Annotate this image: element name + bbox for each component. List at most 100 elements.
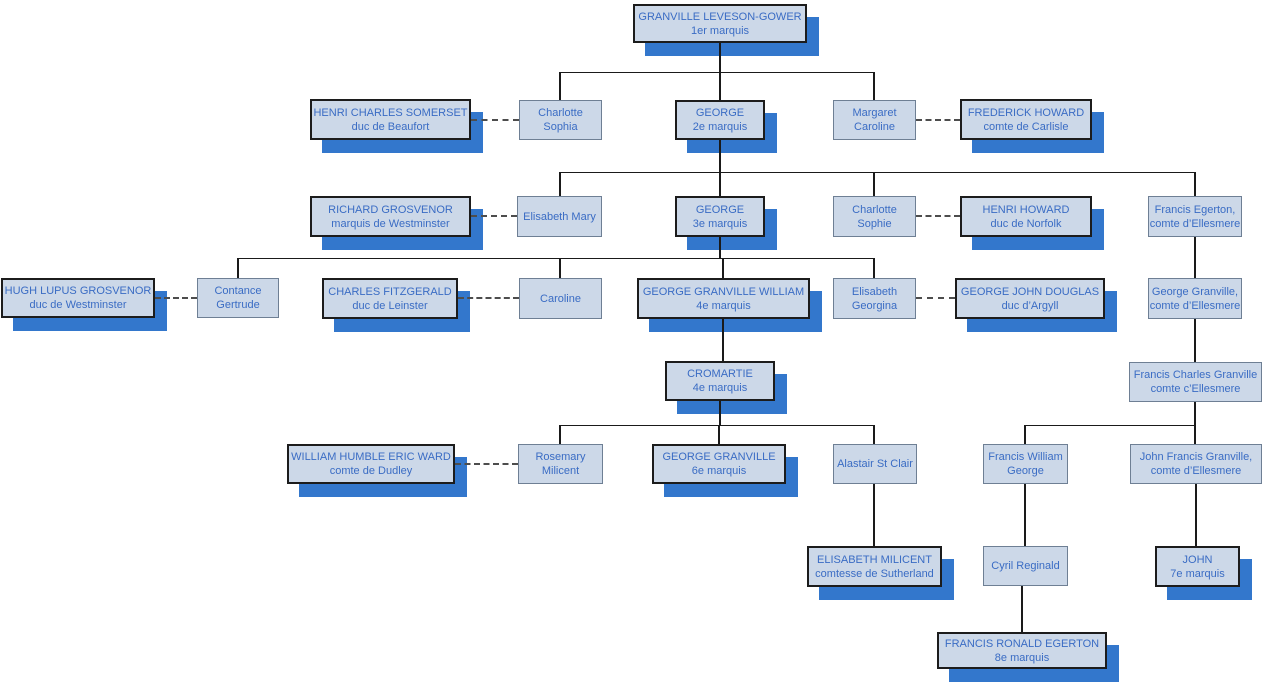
person-name: GEORGE GRANVILLE WILLIAM: [642, 285, 805, 298]
descent-connector-line: [873, 72, 875, 100]
person-title: comte d’Ellesmere: [1150, 465, 1242, 477]
person-box-elisabeth-mary: Elisabeth Mary: [517, 196, 602, 237]
person-name: CROMARTIE: [687, 368, 753, 380]
descent-connector-line: [719, 140, 721, 172]
person-box-alastair-st-clair: Alastair St Clair: [833, 444, 917, 484]
descent-connector-line: [1195, 484, 1197, 546]
person-box-william-humble-eric-ward: WILLIAM HUMBLE ERIC WARD comte de Dudley: [287, 444, 455, 484]
person-title: 1er marquis: [690, 24, 750, 37]
descent-connector-line: [873, 172, 875, 196]
marriage-dashed-line: [471, 215, 517, 217]
person-title: comte d’Ellesmere: [1149, 299, 1241, 312]
descent-connector-line: [559, 72, 561, 100]
descent-connector-line: [1194, 402, 1196, 425]
person-name: Francis Egerton,: [1154, 203, 1236, 216]
person-title: 4e marquis: [696, 299, 751, 312]
person-name: WILLIAM HUMBLE ERIC WARD: [291, 451, 451, 463]
person-name: HENRI CHARLES SOMERSET: [313, 106, 468, 119]
person-name: GEORGE: [695, 107, 745, 119]
person-name: GEORGE: [695, 203, 745, 216]
person-name: GEORGE JOHN DOUGLAS: [960, 285, 1100, 298]
marriage-dashed-line: [916, 297, 955, 299]
marriage-dashed-line: [155, 297, 197, 299]
descent-connector-line: [1194, 172, 1196, 196]
descent-connector-line: [1194, 319, 1196, 362]
person-title: Milicent: [541, 465, 580, 477]
person-name: Cyril Reginald: [991, 560, 1060, 572]
person-title: marquis de Westminster: [331, 217, 450, 230]
person-name: GEORGE GRANVILLE: [662, 451, 776, 463]
descent-connector-line: [1021, 586, 1023, 632]
person-name: HENRI HOWARD: [982, 203, 1070, 216]
person-name: RICHARD GROSVENOR: [328, 203, 453, 216]
person-box-francis-charles-granville: Francis Charles Granville comte c’Ellesme…: [1129, 362, 1262, 402]
descent-connector-line: [722, 258, 724, 278]
marriage-dashed-line: [458, 297, 519, 299]
person-title: 6e marquis: [691, 465, 747, 477]
person-box-cyril-reginald: Cyril Reginald: [983, 546, 1068, 586]
person-title: duc de Leinster: [352, 299, 428, 312]
person-title: comte c’Ellesmere: [1150, 383, 1241, 395]
descent-connector-line: [559, 425, 561, 444]
person-name: Margaret: [852, 107, 897, 119]
person-title: 2e marquis: [692, 121, 748, 133]
marriage-dashed-line: [471, 119, 519, 121]
person-title: comte de Dudley: [329, 465, 413, 477]
person-name: George Granville,: [1151, 285, 1239, 298]
descent-connector-line: [560, 172, 1195, 173]
person-name: FRANCIS RONALD EGERTON: [944, 637, 1100, 650]
person-name: HUGH LUPUS GROSVENOR: [4, 285, 152, 297]
person-box-george-2e-marquis: GEORGE 2e marquis: [675, 100, 765, 140]
descent-connector-line: [1025, 425, 1195, 426]
person-name: Francis Charles Granville: [1133, 369, 1258, 381]
person-box-george-granville-6e: GEORGE GRANVILLE 6e marquis: [652, 444, 786, 484]
person-name: Contance: [214, 285, 262, 297]
person-title: 8e marquis: [994, 651, 1050, 664]
person-title: 7e marquis: [1170, 567, 1225, 580]
person-box-george-granville-ellesmere: George Granville,comte d’Ellesmere: [1148, 278, 1242, 319]
marriage-dashed-line: [916, 215, 960, 217]
descent-connector-line: [719, 172, 721, 196]
person-title: Georgina: [851, 299, 898, 312]
person-name: Alastair St Clair: [837, 458, 913, 470]
person-title: Caroline: [854, 121, 895, 133]
person-title: duc d’Argyll: [1001, 299, 1059, 312]
descent-connector-line: [719, 401, 721, 425]
person-title: George: [1007, 465, 1044, 477]
descent-connector-line: [559, 258, 561, 278]
person-name: Rosemary: [535, 451, 586, 463]
person-title: comtesse de Sutherland: [815, 567, 934, 580]
descent-connector-line: [238, 258, 875, 259]
descent-connector-line: [1024, 484, 1026, 546]
descent-connector-line: [722, 319, 724, 361]
person-box-francis-egerton: Francis Egerton,comte d’Ellesmere: [1148, 196, 1242, 237]
person-name: Caroline: [540, 292, 581, 305]
descent-connector-line: [718, 425, 720, 444]
descent-connector-line: [719, 237, 721, 258]
person-name: JOHN: [1182, 553, 1213, 566]
descent-connector-line: [1024, 425, 1026, 444]
person-name: Charlotte: [852, 203, 897, 216]
marriage-dashed-line: [455, 463, 518, 465]
descent-connector-line: [719, 43, 721, 72]
person-title: duc de Norfolk: [990, 217, 1062, 230]
descent-connector-line: [560, 72, 874, 73]
person-name: FREDERICK HOWARD: [967, 106, 1085, 119]
